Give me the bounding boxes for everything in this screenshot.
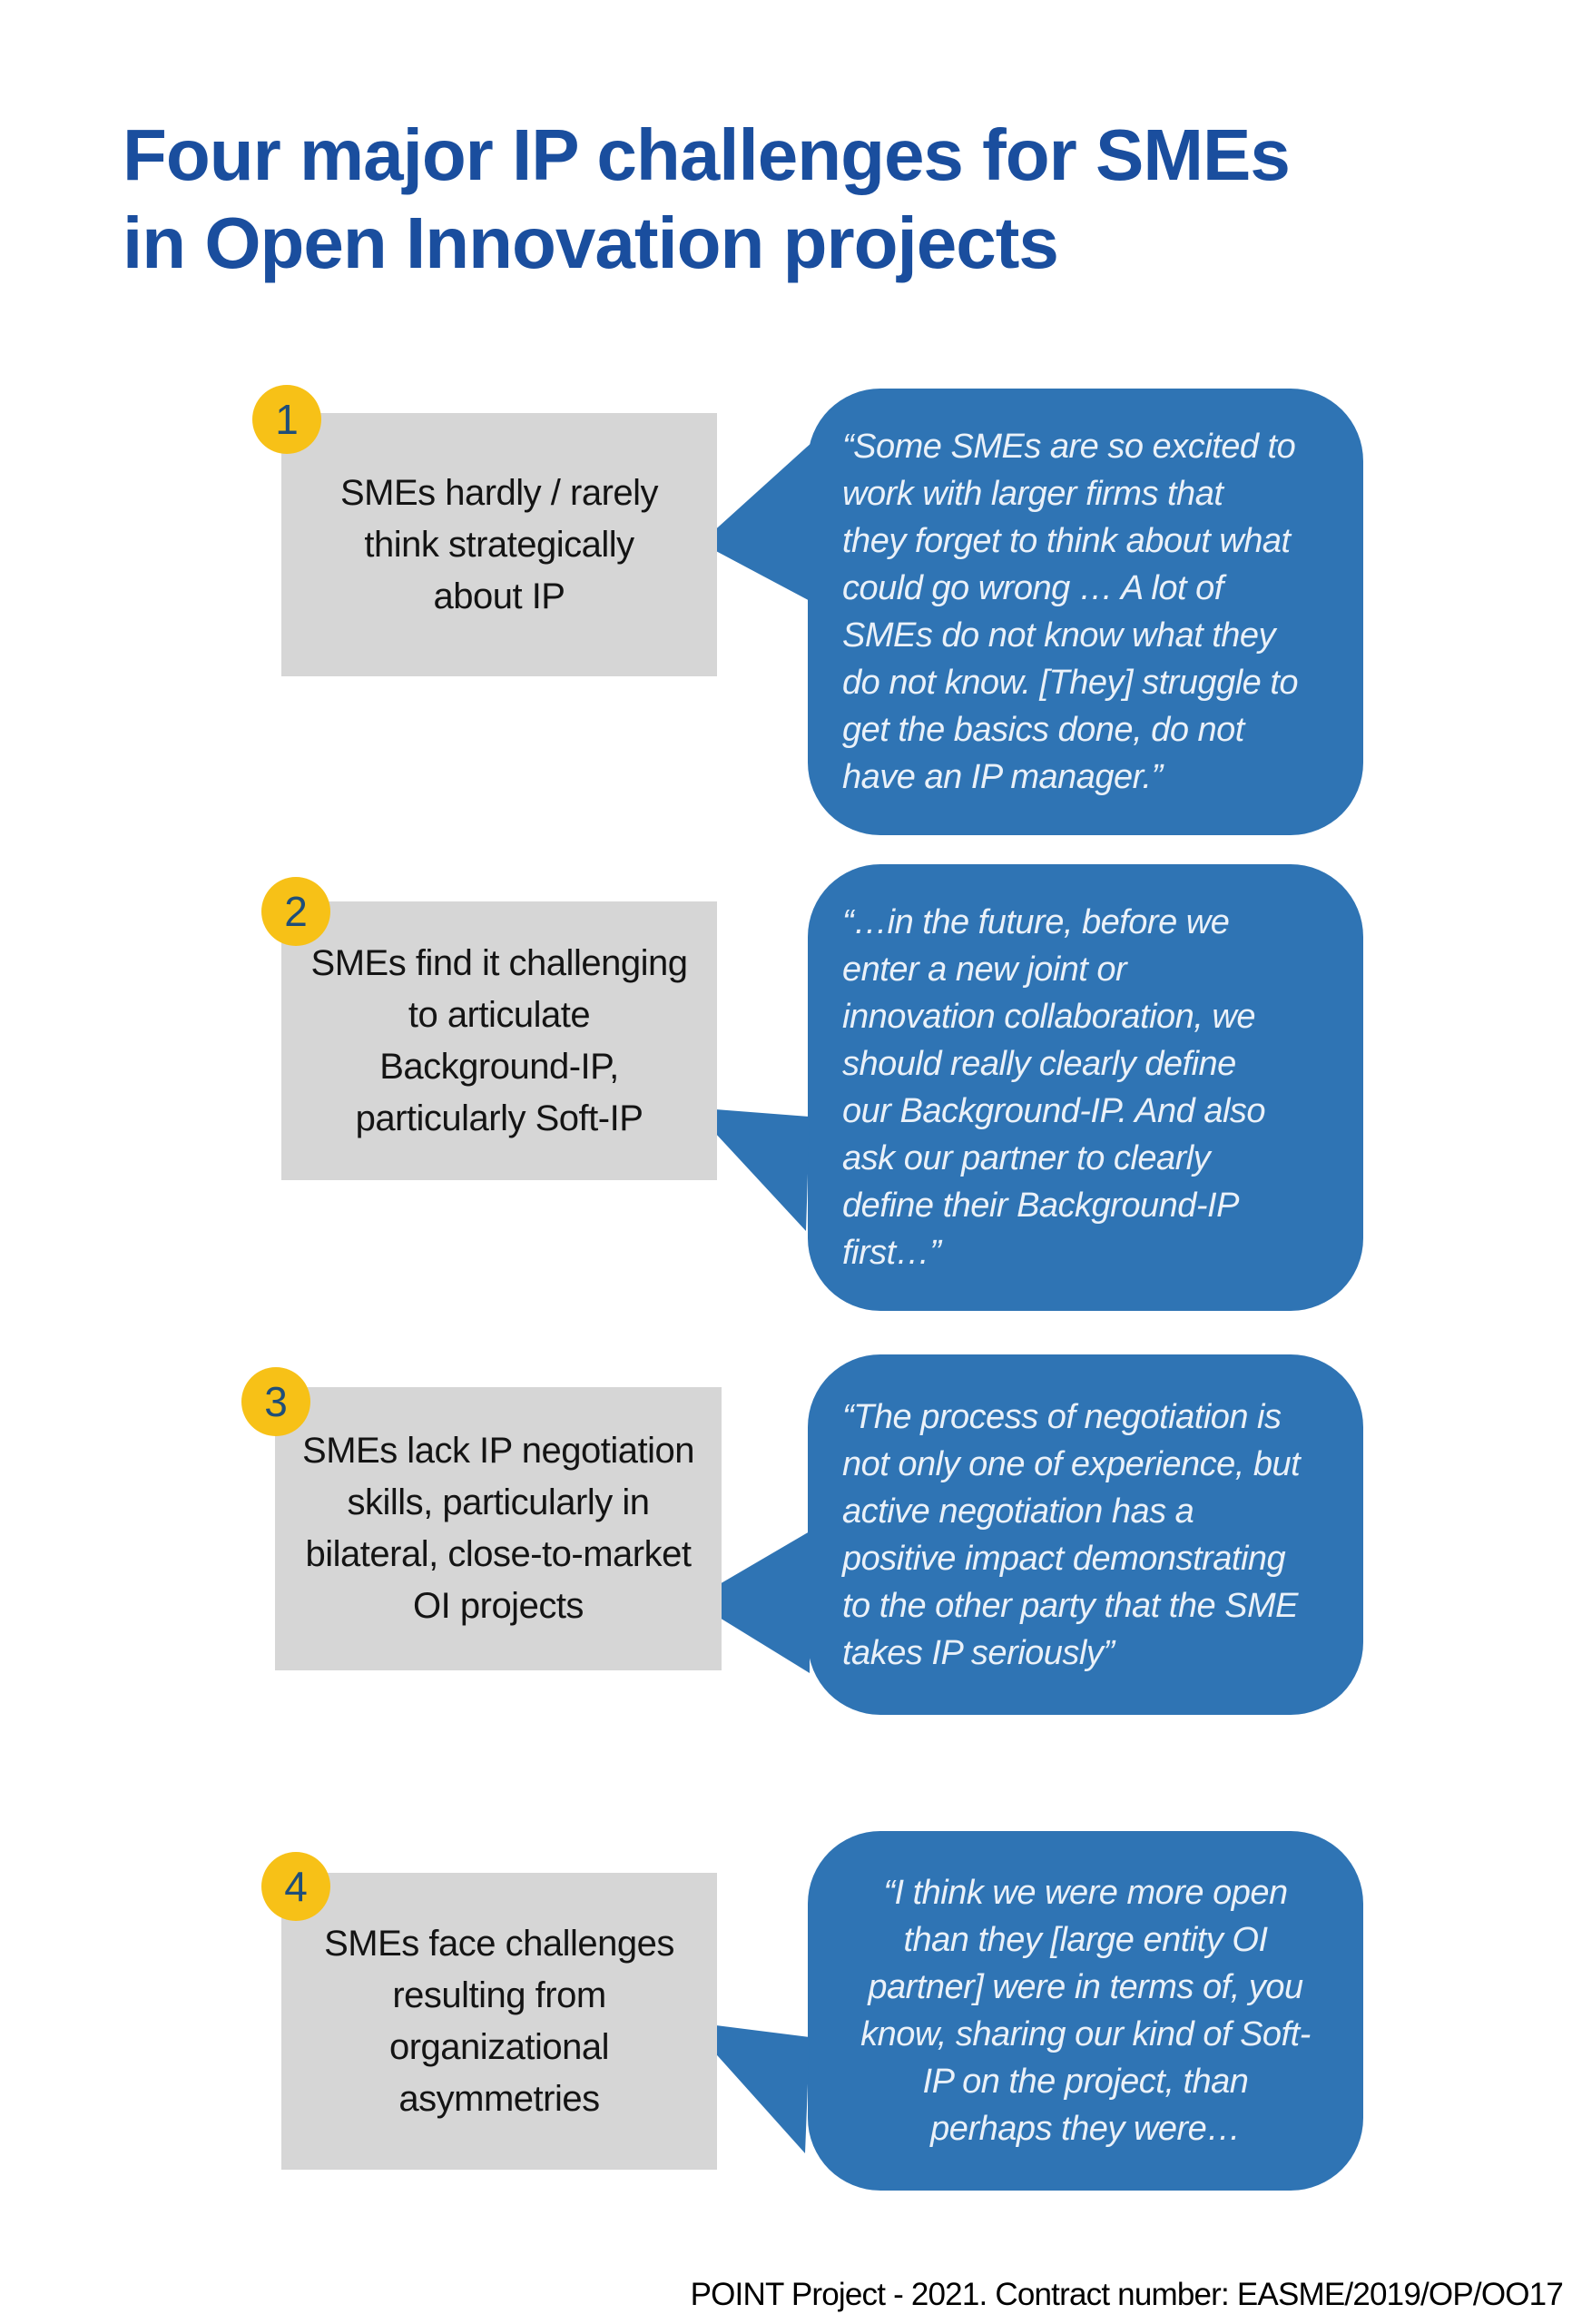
quote-text: “…in the future, before we enter a new j… (842, 903, 1266, 1272)
quote-bubble-1: “Some SMEs are so excited to work with l… (701, 389, 1363, 835)
challenge-text: SMEs lack IP negotiation skills, particu… (302, 1431, 694, 1626)
challenge-text: SMEs find it challenging to articulate B… (310, 942, 688, 1138)
bubble-tail-left-icon (701, 441, 813, 603)
badge-number: 1 (275, 396, 299, 443)
number-badge-2: 2 (261, 877, 330, 946)
page-title: Four major IP challenges for SMEs in Ope… (123, 114, 1291, 283)
bubble-tail-left-icon (687, 2022, 810, 2153)
challenge-text: SMEs hardly / rarely think strategically… (339, 472, 659, 616)
badge-number: 2 (284, 888, 308, 935)
quote-bubble-4: “I think we were more open than they [la… (687, 1831, 1363, 2191)
challenge-box-1: SMEs hardly / rarely think strategically… (281, 413, 717, 676)
number-badge-4: 4 (261, 1852, 330, 1921)
challenge-box-3: SMEs lack IP negotiation skills, particu… (275, 1387, 722, 1670)
quote-text: “The process of negotiation is not only … (842, 1397, 1301, 1672)
quote-text: “Some SMEs are so excited to work with l… (842, 428, 1299, 796)
footer-note: POINT Project - 2021. Contract number: E… (690, 2277, 1564, 2312)
number-badge-3: 3 (241, 1367, 310, 1436)
challenge-box-2: SMEs find it challenging to articulate B… (281, 901, 717, 1180)
bubble-tail-left-icon (692, 1531, 810, 1673)
challenge-box-4: SMEs face challenges resulting from orga… (281, 1873, 717, 2170)
badge-number: 3 (264, 1378, 288, 1425)
quote-text: “I think we were more open than they [la… (860, 1874, 1311, 2148)
number-badge-1: 1 (252, 385, 321, 454)
challenge-text: SMEs face challenges resulting from orga… (324, 1923, 674, 2119)
bubble-tail-left-icon (692, 1108, 810, 1231)
quote-bubble-2: “…in the future, before we enter a new j… (692, 864, 1363, 1311)
quote-bubble-3: “The process of negotiation is not only … (692, 1354, 1363, 1715)
badge-number: 4 (284, 1863, 308, 1910)
